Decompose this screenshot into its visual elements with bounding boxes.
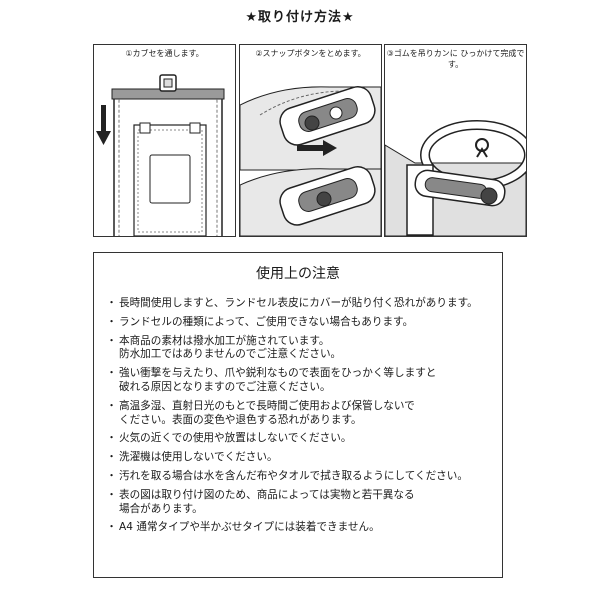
note-item: ・本商品の素材は撥水加工が施されています。 防水加工ではありませんのでご注意くだ… — [104, 335, 499, 363]
step-3-caption: ③ゴムを吊りカンに ひっかけて完成です。 — [386, 49, 525, 69]
bullet: ・ — [106, 469, 117, 482]
usage-notes-heading: 使用上の注意 — [256, 266, 340, 282]
note-text: 強い衝撃を与えたり、爪や鋭利なもので表面をひっかく等しますと 破れる原因となりま… — [119, 367, 437, 393]
note-item: ・ランドセルの種類によって、ご使用できない場合もあります。 — [104, 316, 499, 330]
bullet: ・ — [106, 297, 117, 309]
bullet: ・ — [106, 451, 117, 464]
note-item: ・長時間使用しますと、ランドセル表皮にカバーが貼り付く恐れがあります。 — [104, 297, 499, 311]
note-text: 火気の近くでの使用や放置はしないでください。 — [119, 432, 352, 445]
bullet: ・ — [106, 521, 117, 534]
usage-notes-box: 使用上の注意 ・長時間使用しますと、ランドセル表皮にカバーが貼り付く恐れがありま… — [93, 252, 503, 578]
step-1-panel: ①カブセを通します。 — [93, 44, 236, 237]
step-3-panel: ③ゴムを吊りカンに ひっかけて完成です。 — [384, 44, 527, 237]
note-text: A4 通常タイプや半かぶせタイプには装着できません。 — [119, 521, 380, 534]
bullet: ・ — [106, 488, 117, 501]
bullet: ・ — [106, 432, 117, 445]
step-1-caption: ①カブセを通します。 — [125, 49, 204, 58]
bullet: ・ — [106, 334, 117, 347]
page-title: ★取り付け方法★ — [245, 10, 355, 25]
bullet: ・ — [106, 315, 117, 328]
note-item: ・高温多湿、直射日光のもとで長時間ご使用および保管しないで ください。表面の変色… — [104, 400, 499, 428]
step-3-illustration — [385, 120, 526, 236]
bullet: ・ — [106, 367, 117, 380]
note-item: ・汚れを取る場合は水を含んだ布やタオルで拭き取るようにしてください。 — [104, 470, 499, 484]
step-1-illustration — [96, 74, 225, 236]
note-text: 長時間使用しますと、ランドセル表皮にカバーが貼り付く恐れがあります。 — [119, 297, 478, 309]
note-item: ・洗濯機は使用しないでください。 — [104, 451, 499, 465]
note-item: ・火気の近くでの使用や放置はしないでください。 — [104, 432, 499, 446]
step-2-panel: ②スナップボタンをとめます。 — [239, 44, 382, 237]
note-item: ・A4 通常タイプや半かぶせタイプには装着できません。 — [104, 521, 499, 535]
note-text: 洗濯機は使用しないでください。 — [119, 451, 278, 464]
step-2-caption: ②スナップボタンをとめます。 — [255, 49, 366, 58]
note-text: ランドセルの種類によって、ご使用できない場合もあります。 — [119, 315, 414, 328]
note-item: ・表の図は取り付け図のため、商品によっては実物と若干異なる 場合があります。 — [104, 489, 499, 517]
bullet: ・ — [106, 399, 117, 412]
note-text: 高温多湿、直射日光のもとで長時間ご使用および保管しないで ください。表面の変色や… — [119, 399, 415, 426]
note-text: 汚れを取る場合は水を含んだ布やタオルで拭き取るようにしてください。 — [119, 469, 468, 482]
note-text: 本商品の素材は撥水加工が施されています。 防水加工ではありませんのでご注意くださ… — [119, 334, 342, 361]
step-2-illustration — [240, 85, 381, 236]
note-item: ・強い衝撃を与えたり、爪や鋭利なもので表面をひっかく等しますと 破れる原因となり… — [104, 367, 499, 395]
note-text: 表の図は取り付け図のため、商品によっては実物と若干異なる 場合があります。 — [119, 488, 415, 515]
usage-notes-list: ・長時間使用しますと、ランドセル表皮にカバーが貼り付く恐れがあります。 ・ランド… — [104, 297, 499, 540]
